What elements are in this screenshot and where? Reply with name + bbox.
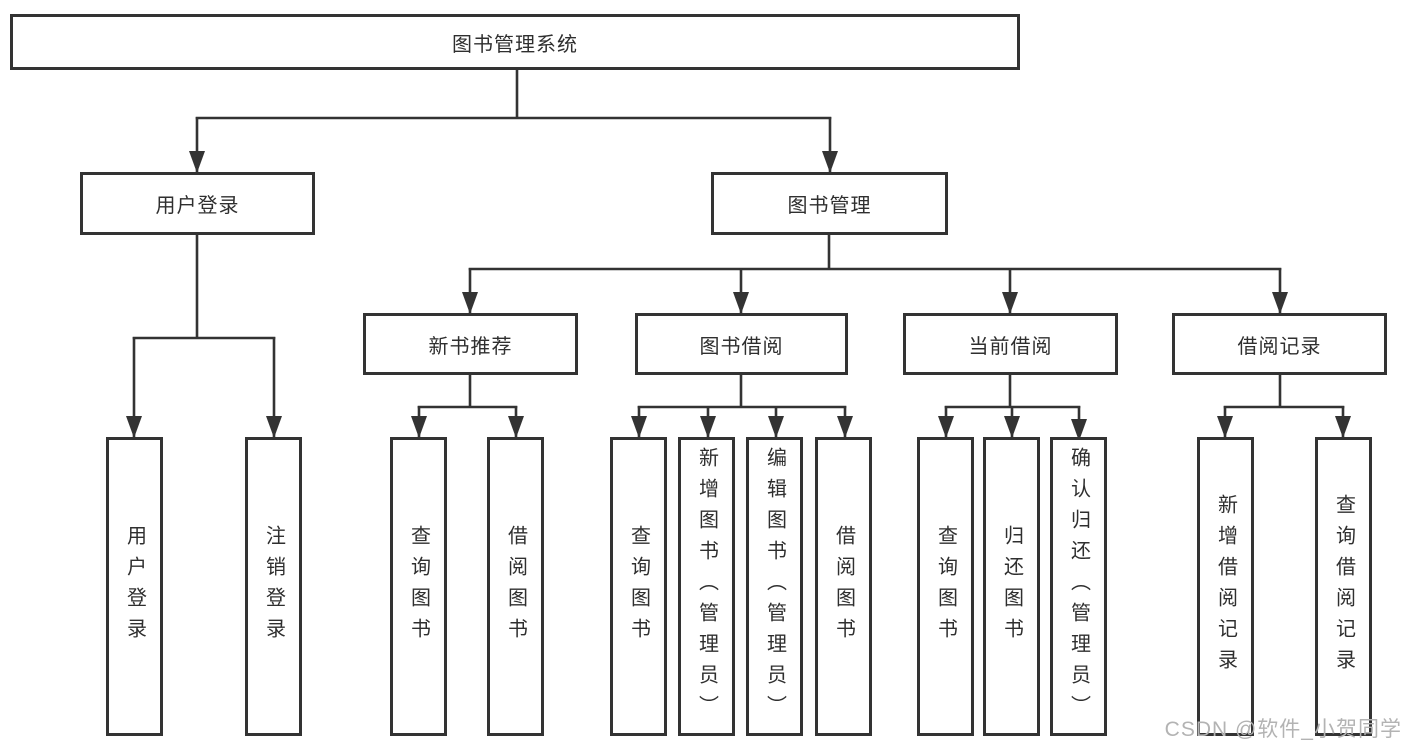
connector-book-borrow-branch (631, 375, 853, 438)
leaf-return-books: 归还图书 (983, 437, 1040, 736)
leaf-add-borrow-record: 新增借阅记录 (1197, 437, 1254, 736)
node-root-system: 图书管理系统 (10, 14, 1020, 70)
leaf-query-books-current: 查询图书 (917, 437, 974, 736)
leaf-borrow-books-recommend: 借阅图书 (487, 437, 544, 736)
leaf-confirm-return-admin: 确认归还（管理员） (1050, 437, 1107, 736)
leaf-user-login: 用户登录 (106, 437, 163, 736)
leaf-query-borrow-record: 查询借阅记录 (1315, 437, 1372, 736)
connector-book-management-branch (462, 235, 1288, 314)
node-current-borrow: 当前借阅 (903, 313, 1118, 375)
connector-borrow-records-branch (1217, 375, 1351, 438)
node-new-book-recommend: 新书推荐 (363, 313, 578, 375)
node-book-management: 图书管理 (711, 172, 948, 235)
leaf-edit-books-admin: 编辑图书（管理员） (746, 437, 803, 736)
connector-new-book-recommend-branch (411, 375, 524, 438)
leaf-query-books-recommend: 查询图书 (390, 437, 447, 736)
leaf-logout: 注销登录 (245, 437, 302, 736)
leaf-query-books-borrow: 查询图书 (610, 437, 667, 736)
connector-user-login-branch (126, 235, 282, 438)
node-book-borrow: 图书借阅 (635, 313, 848, 375)
leaf-add-books-admin: 新增图书（管理员） (678, 437, 735, 736)
node-borrow-records: 借阅记录 (1172, 313, 1387, 375)
node-user-login: 用户登录 (80, 172, 315, 235)
connector-current-borrow-branch (938, 375, 1087, 441)
leaf-borrow-books: 借阅图书 (815, 437, 872, 736)
connector-root-branch (189, 70, 838, 173)
watermark: CSDN @软件_小贺同学 (1164, 718, 1402, 741)
